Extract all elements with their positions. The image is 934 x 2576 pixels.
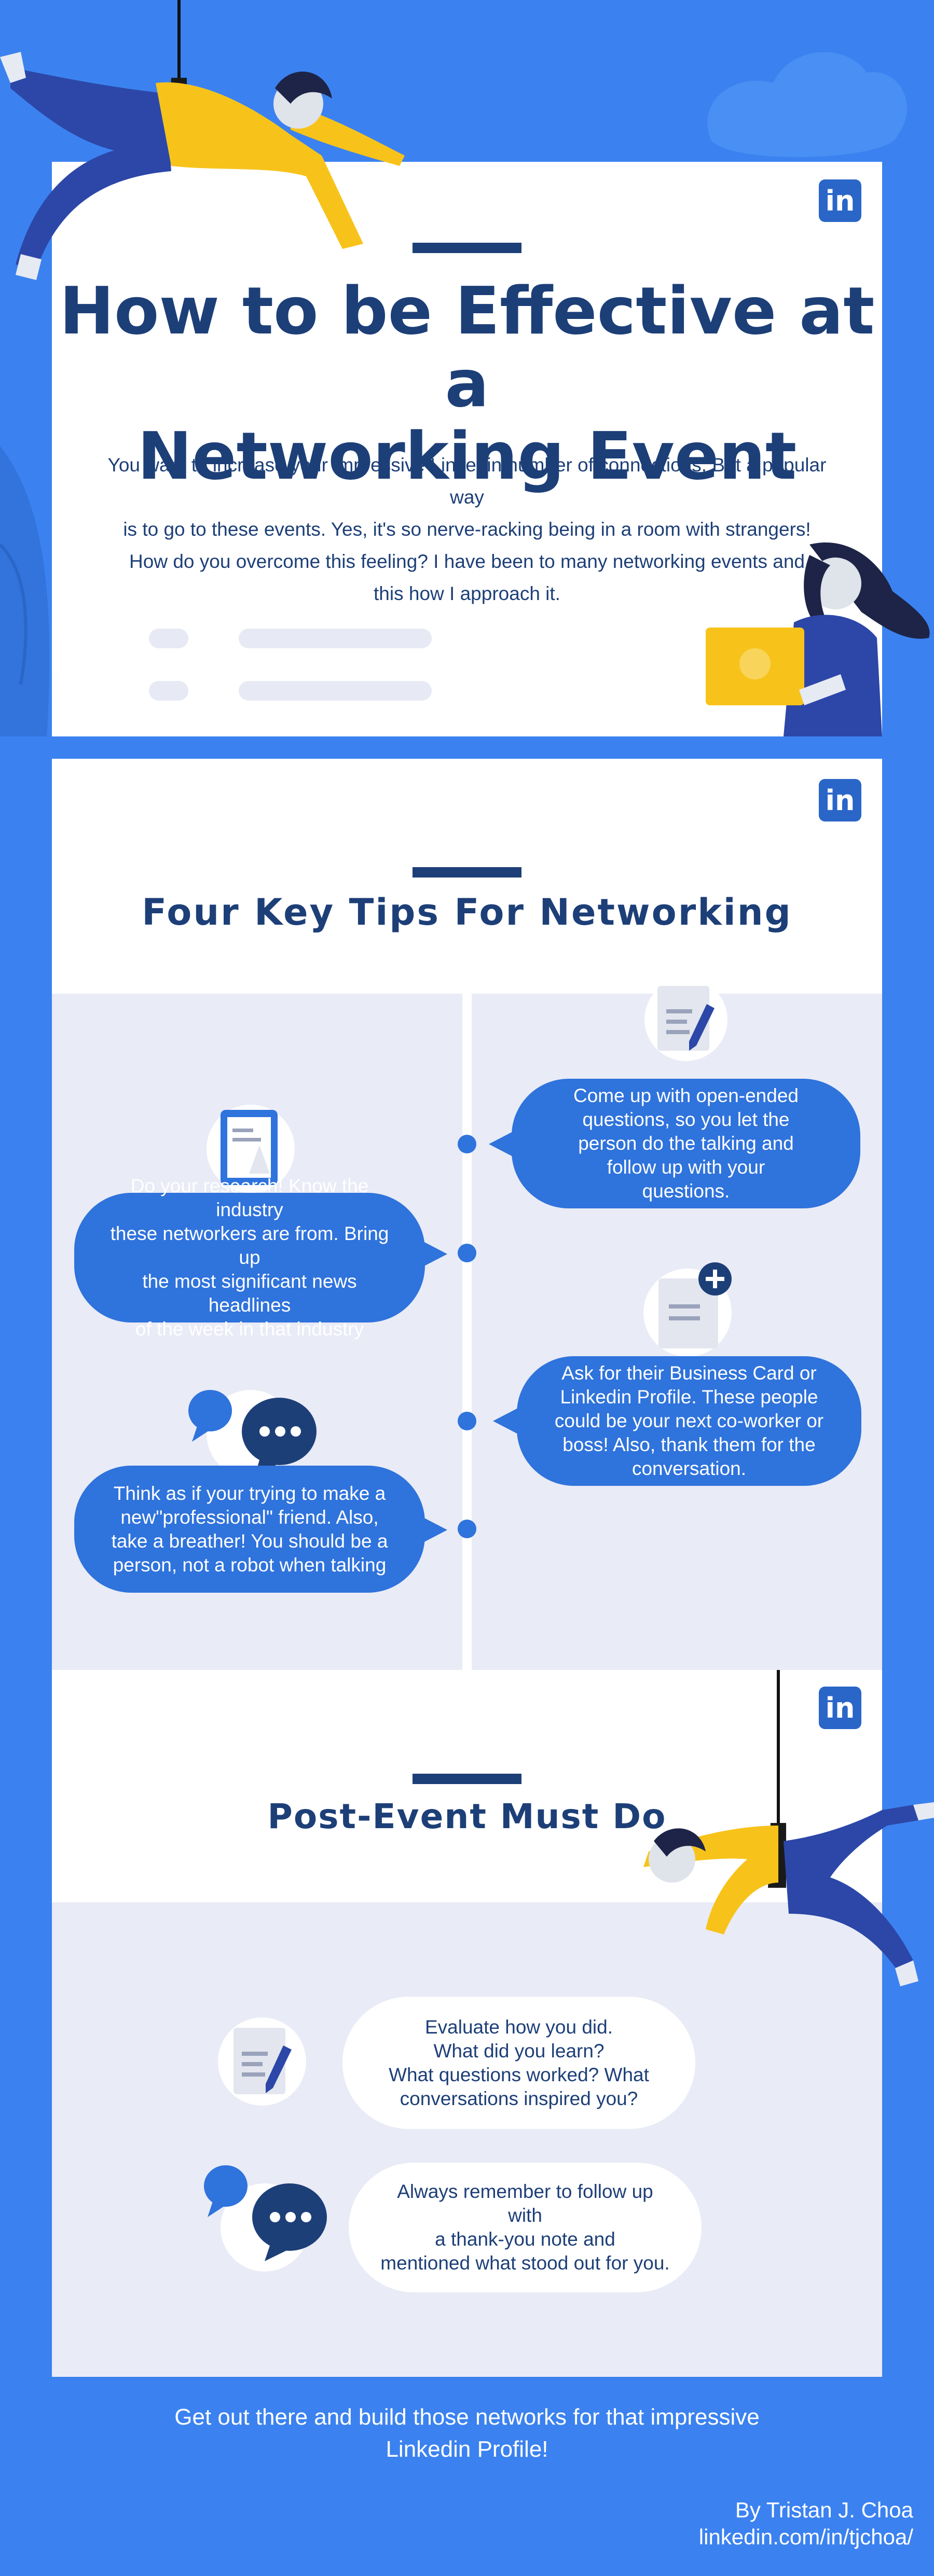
author-name: By Tristan J. Choa bbox=[735, 2498, 913, 2522]
tip-bubble: Think as if your trying to make a new"pr… bbox=[74, 1466, 425, 1593]
tip-line: Come up with open-ended bbox=[573, 1085, 799, 1106]
document-plus-icon bbox=[658, 1262, 732, 1348]
tip-line: take a breather! You should be a bbox=[111, 1530, 388, 1552]
intro-line: is to go to these events. Yes, it's so n… bbox=[123, 519, 811, 540]
page-title-line: Networking Event bbox=[137, 418, 797, 494]
section-divider-bar bbox=[413, 1774, 521, 1784]
tip-line: could be your next co-worker or bbox=[554, 1410, 824, 1431]
post-event-line: mentioned what stood out for you. bbox=[380, 2252, 670, 2274]
tip-line: Linkedin Profile. These people bbox=[560, 1386, 818, 1408]
tip-bubble: Ask for their Business Card or Linkedin … bbox=[517, 1356, 861, 1486]
placeholder-pill bbox=[239, 681, 432, 701]
timeline-line bbox=[462, 994, 472, 1670]
tablet-icon bbox=[221, 1110, 278, 1185]
background-leaf-shape bbox=[0, 446, 50, 736]
post-event-bubble: Evaluate how you did. What did you learn… bbox=[342, 1997, 695, 2129]
chat-bubbles-icon bbox=[188, 1390, 317, 1478]
intro-line: this how I approach it. bbox=[374, 583, 560, 604]
linkedin-icon: in bbox=[819, 1687, 861, 1729]
tip-line: Do your research! Know the industry bbox=[130, 1175, 369, 1220]
bubble-tail bbox=[421, 1241, 447, 1268]
background-cloud-shape bbox=[707, 52, 907, 157]
tips-title: Four Key Tips For Networking bbox=[142, 891, 792, 934]
section-divider-bar bbox=[413, 243, 521, 253]
intro-line: You want to increase your impressive Lin… bbox=[107, 454, 827, 508]
bubble-tail bbox=[493, 1408, 519, 1435]
bubble-tail bbox=[489, 1131, 515, 1158]
post-event-line: Evaluate how you did. bbox=[424, 2016, 613, 2038]
tip-line: new"professional" friend. Also, bbox=[120, 1506, 379, 1528]
tip-line: person do the talking and bbox=[578, 1133, 794, 1154]
post-event-line: What questions worked? What bbox=[389, 2064, 649, 2085]
tip-bubble: Come up with open-ended questions, so yo… bbox=[512, 1079, 860, 1208]
linkedin-icon: in bbox=[819, 779, 861, 821]
placeholder-pill bbox=[149, 681, 188, 701]
tip-line: of the week in that industry bbox=[135, 1318, 364, 1340]
footer-call-to-action: Get out there and build those networks f… bbox=[52, 2401, 882, 2466]
timeline-dot bbox=[458, 1135, 476, 1153]
post-event-line: What did you learn? bbox=[433, 2040, 605, 2062]
tip-line: questions. bbox=[642, 1180, 730, 1202]
post-event-line: Always remember to follow up with bbox=[397, 2181, 653, 2226]
intro-line: How do you overcome this feeling? I have… bbox=[129, 551, 805, 572]
tip-bubble: Do your research! Know the industry thes… bbox=[74, 1175, 425, 1340]
timeline-dot bbox=[458, 1412, 476, 1430]
page-title-line: How to be Effective at a bbox=[59, 273, 875, 422]
placeholder-pill bbox=[149, 629, 188, 648]
tip-line: these networkers are from. Bring up bbox=[110, 1223, 389, 1268]
linkedin-icon: in bbox=[819, 179, 861, 222]
page-title: How to be Effective at a Networking Even… bbox=[52, 275, 882, 493]
chat-bubbles-icon bbox=[204, 2165, 327, 2261]
tip-line: the most significant news headlines bbox=[142, 1271, 357, 1316]
timeline-dot bbox=[458, 1244, 476, 1262]
hanging-man-illustration bbox=[643, 1670, 934, 1986]
tip-line: person, not a robot when talking bbox=[113, 1554, 387, 1576]
placeholder-pill bbox=[239, 629, 432, 648]
tip-line: boss! Also, thank them for the bbox=[562, 1434, 816, 1455]
post-event-line: conversations inspired you? bbox=[400, 2087, 638, 2109]
bubble-tail bbox=[421, 1516, 447, 1543]
post-event-panel bbox=[52, 1902, 882, 2377]
hanging-man-illustration bbox=[0, 0, 405, 280]
footer-line: Get out there and build those networks f… bbox=[174, 2404, 760, 2430]
post-event-bubble: Always remember to follow up with a than… bbox=[349, 2163, 702, 2292]
post-event-line: a thank-you note and bbox=[435, 2229, 615, 2250]
tip-line: questions, so you let the bbox=[582, 1109, 790, 1130]
document-pen-icon bbox=[657, 986, 715, 1051]
tip-line: Think as if your trying to make a bbox=[113, 1482, 386, 1504]
tip-line: conversation. bbox=[631, 1458, 747, 1479]
author-url[interactable]: linkedin.com/in/tjchoa/ bbox=[698, 2525, 913, 2549]
footer-line: Linkedin Profile! bbox=[386, 2436, 548, 2462]
intro-paragraph: You want to increase your impressive Lin… bbox=[88, 449, 846, 610]
section-divider-bar bbox=[413, 867, 521, 878]
post-event-title: Post-Event Must Do bbox=[267, 1797, 667, 1836]
tip-line: follow up with your bbox=[607, 1157, 765, 1178]
woman-with-laptop-illustration bbox=[706, 542, 930, 736]
timeline-dot bbox=[458, 1520, 476, 1538]
author-credit: By Tristan J. Choa linkedin.com/in/tjcho… bbox=[699, 2497, 913, 2551]
document-pen-icon bbox=[233, 2028, 292, 2094]
tip-line: Ask for their Business Card or bbox=[561, 1362, 817, 1384]
